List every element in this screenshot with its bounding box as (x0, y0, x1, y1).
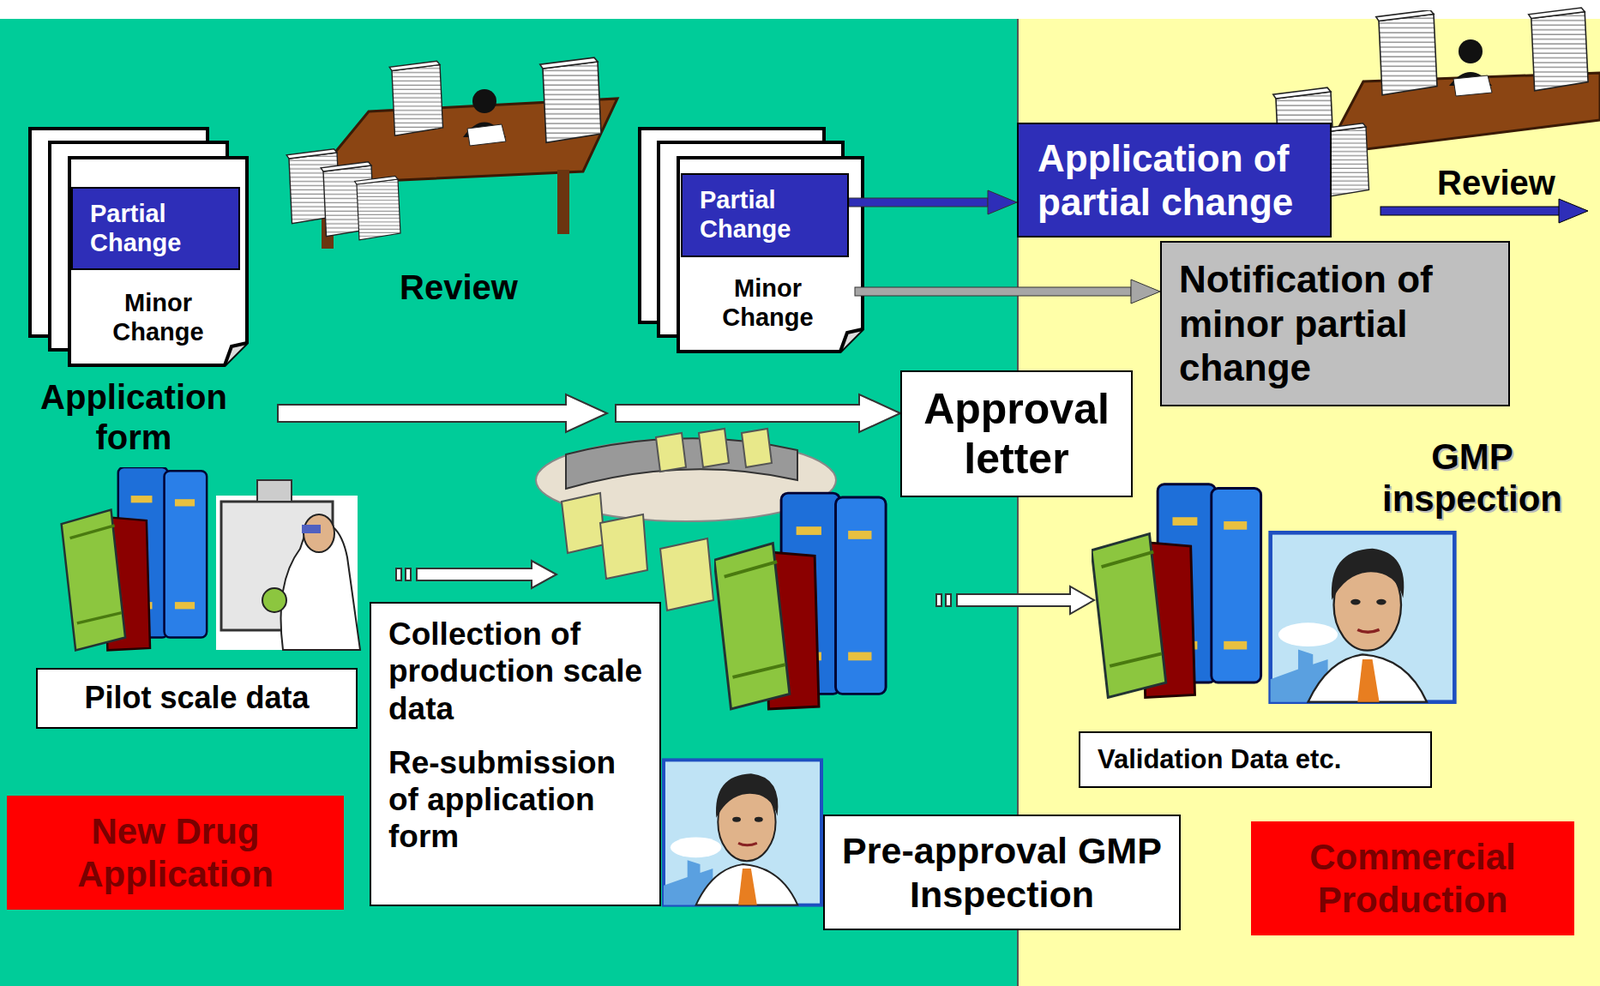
review-label: Review (1406, 162, 1587, 204)
partial-change-arrow (848, 190, 1017, 215)
review-desk-left (286, 57, 618, 249)
node-text: New Drug Application (15, 810, 336, 895)
node-text: Commercial Production (1259, 836, 1566, 921)
collection-box: Collection of production scale dataRe-su… (369, 601, 662, 907)
node-text: Pre-approval GMP Inspection (833, 829, 1171, 916)
inspector-portrait (1270, 532, 1456, 702)
phase-banner: New Drug Application (6, 795, 344, 910)
validation-data-box: Validation Data etc. (1078, 731, 1432, 788)
node-text: Collection of production scale data (388, 615, 653, 728)
data-flow-arrow (936, 586, 1095, 614)
data-flow-arrow (396, 560, 557, 589)
node-text: Application of partial change (1037, 136, 1320, 225)
minor-change-arrow (854, 279, 1161, 304)
phase-banner: Commercial Production (1251, 821, 1575, 936)
application-document-left (30, 128, 247, 366)
application-flow-arrow (277, 394, 901, 433)
node-text: Partial Change (699, 186, 839, 245)
inspection-label: GMP inspection (1356, 435, 1588, 520)
top-strip (0, 0, 1600, 19)
pilot-data-box: Pilot scale data (36, 667, 358, 729)
minor-change-box: Minor Change (71, 273, 246, 363)
notification-box: Notification of minor partial change (1160, 240, 1510, 407)
approval-letter-box: Approval letter (900, 370, 1133, 498)
review-label: Review (368, 267, 549, 308)
review-arrow (1380, 198, 1588, 223)
node-text: Approval letter (910, 384, 1123, 485)
inspector-portrait (663, 759, 822, 905)
pilot-lab-illustration (61, 467, 361, 650)
validation-books (1091, 484, 1262, 698)
node-text: Pilot scale data (46, 679, 348, 716)
partial-change-box: Partial Change (680, 173, 849, 258)
minor-change-box: Minor Change (680, 259, 855, 348)
form-caption: Application form (8, 377, 259, 458)
node-text: Re-submission of application form (388, 744, 653, 856)
node-text: Validation Data etc. (1097, 744, 1422, 776)
node-text: Notification of minor partial change (1178, 257, 1497, 390)
node-text: Partial Change (90, 199, 230, 259)
partial-change-box: Partial Change (71, 186, 241, 271)
node-text: Minor Change (689, 274, 847, 333)
application-document-middle (639, 128, 863, 352)
node-text: Minor Change (79, 288, 237, 348)
application-box: Application of partial change (1016, 122, 1332, 238)
pre-approval-box: Pre-approval GMP Inspection (823, 814, 1181, 931)
